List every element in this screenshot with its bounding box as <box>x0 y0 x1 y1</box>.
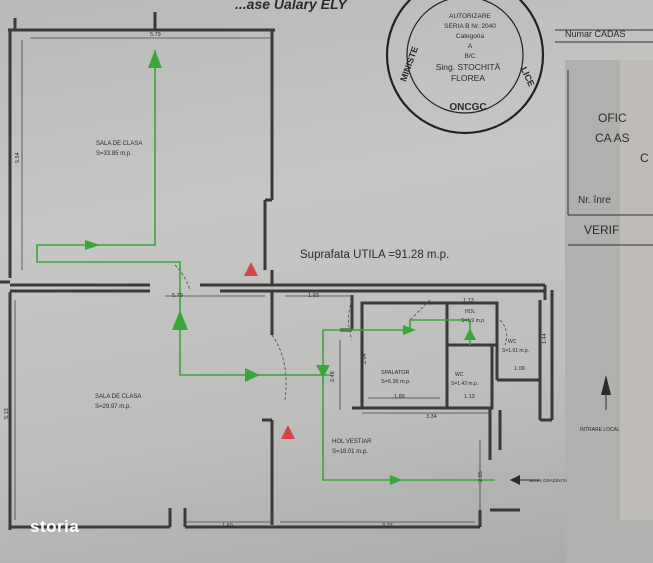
dim-hol-mid: 3.34 <box>426 414 437 420</box>
dim-bottom-left: 1.60 <box>222 523 233 529</box>
stamp-line: AUTORIZARE <box>449 13 491 20</box>
handwritten-header: ...ase Ualary ELY <box>235 0 348 12</box>
room-name: SALA DE CLASA <box>95 394 141 400</box>
dimension-labels: 5.79 5.54 5.79 5.13 1.93 1.60 3.27 3.34 … <box>4 32 548 529</box>
office-block-text: OFIC CA AS C Nr. înre VERIF <box>578 111 649 237</box>
dim-wc-bottom: 1.13 <box>464 394 475 400</box>
room-area: S=33.85 m.p. <box>96 151 132 157</box>
stamp-ring-right: LICE <box>519 65 537 88</box>
stamp-line: SERIA B Nr. 2040 <box>444 23 496 30</box>
total-area-label: Suprafata UTILA =91.28 m.p. <box>300 249 449 261</box>
office-nr-line: Nr. înre <box>578 195 611 206</box>
office-line: OFIC <box>598 111 627 125</box>
stamp-line: A <box>468 43 473 50</box>
room-area: S=1.91 m.p. <box>502 348 529 354</box>
office-line: CA AS <box>595 131 630 145</box>
room-area: S=1.42 m.p. <box>451 381 478 387</box>
door-swings <box>174 264 508 401</box>
dim-lower-height: 5.13 <box>4 408 10 419</box>
route-arrows <box>85 50 476 485</box>
dim-entrance-width: 2.95 <box>478 471 484 482</box>
north-arrow-icon <box>601 375 611 410</box>
office-block-frame <box>555 29 653 246</box>
entrance-label: INTRARE LOCAL <box>580 427 620 433</box>
dimension-lines <box>14 37 490 523</box>
room-area: S=29.97 m.p. <box>95 404 131 410</box>
dim-bottom-right: 3.27 <box>382 523 393 529</box>
dim-hol-left: 1.93 <box>308 293 319 299</box>
room-labels: SALA DE CLASA S=33.85 m.p. SALA DE CLASA… <box>95 141 529 455</box>
dim-corner: 1.44 <box>542 333 548 344</box>
stamp-ring-left: MINISTE <box>398 45 420 83</box>
room-name: WC <box>508 339 517 345</box>
warning-markers <box>244 262 295 439</box>
stamp-line: B/C <box>465 53 476 60</box>
room-name: SPALATOR <box>381 370 409 376</box>
office-verif-line: VERIF <box>584 223 619 237</box>
walls <box>0 12 554 530</box>
stamp-line: Sing. STOCHITĂ <box>436 62 501 72</box>
cadastre-number-header: Numar CADAS <box>565 29 626 39</box>
dim-wc-side: 1.09 <box>514 366 525 372</box>
paper-shine <box>620 60 653 520</box>
evacuation-route <box>36 50 495 481</box>
dim-spalator-width: 1.89 <box>394 394 405 400</box>
room-name: SALA DE CLASA <box>96 141 142 147</box>
access-label: acces GRADINITA <box>530 478 567 483</box>
room-area: S=1.9 m.p. <box>461 318 485 324</box>
dim-spalator-side: 2.04 <box>362 353 368 364</box>
stamp-line: Categoria <box>456 33 485 40</box>
dim-top-height: 5.54 <box>15 152 21 163</box>
dim-top-width: 5.79 <box>150 32 161 38</box>
room-area: S=18.01 m.p. <box>332 449 368 455</box>
storia-watermark: storia <box>30 517 80 536</box>
entrance-arrow-icon <box>510 475 540 485</box>
room-name: WC <box>455 372 464 378</box>
dim-hol-top: 1.13 <box>463 298 474 304</box>
dim-hol-height: 2.48 <box>330 371 336 382</box>
stamp-line: FLOREA <box>451 73 485 83</box>
dim-opening: 5.79 <box>172 293 183 299</box>
room-area: S=6.36 m.p. <box>381 379 411 385</box>
room-name: HOL VESTIAR <box>332 439 372 445</box>
cadastre-stamp <box>385 0 545 135</box>
office-line: C <box>640 151 649 165</box>
stamp-ring-bottom: ONCGC <box>449 102 486 113</box>
room-name: HOL <box>465 309 476 315</box>
